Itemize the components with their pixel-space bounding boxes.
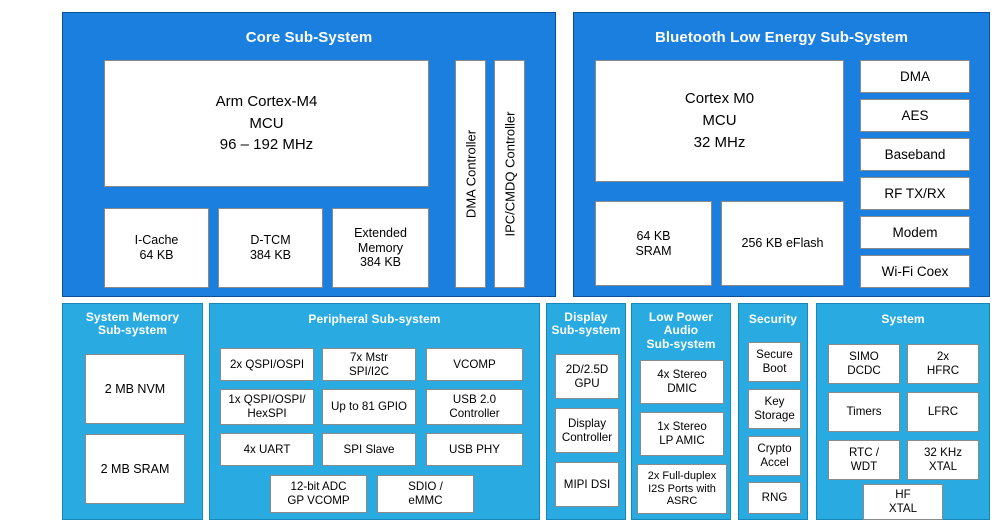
display-block-mipi-dsi: MIPI DSI <box>555 462 619 507</box>
ble-block-dma: DMA <box>860 60 970 93</box>
system-subsystem: System SIMO DCDC 2x HFRC Timers LFRC RTC… <box>816 303 990 520</box>
peripheral-block-uart: 4x UART <box>220 433 314 466</box>
ble-block-rf-txrx: RF TX/RX <box>860 177 970 210</box>
low-power-audio-subsystem-title: Low Power Audio Sub-system <box>646 310 716 351</box>
peripheral-block-usb-controller: USB 2.0 Controller <box>426 389 523 425</box>
core-cpu-block: Arm Cortex-M4 MCU 96 – 192 MHz <box>104 60 429 187</box>
core-subsystem-title: Core Sub-System <box>245 29 373 46</box>
core-memory-extended: Extended Memory 384 KB <box>332 208 429 288</box>
core-ipc-cmdq-controller-label: IPC/CMDQ Controller <box>502 111 517 237</box>
system-block-timers: Timers <box>828 392 900 432</box>
peripheral-block-vcomp: VCOMP <box>426 348 523 381</box>
audio-block-i2s-asrc: 2x Full-duplex I2S Ports with ASRC <box>637 464 727 514</box>
peripheral-subsystem-title: Peripheral Sub-system <box>308 312 441 326</box>
system-block-simo-dcdc: SIMO DCDC <box>828 344 900 384</box>
security-block-crypto-accel: Crypto Accel <box>748 436 801 476</box>
security-subsystem-title: Security <box>748 312 798 326</box>
peripheral-block-gpio: Up to 81 GPIO <box>322 389 416 425</box>
ble-block-aes: AES <box>860 99 970 132</box>
display-block-controller: Display Controller <box>555 408 619 453</box>
ble-memory-eflash: 256 KB eFlash <box>721 201 844 286</box>
core-dma-controller: DMA Controller <box>455 60 486 288</box>
ble-subsystem: Bluetooth Low Energy Sub-System Cortex M… <box>573 12 990 297</box>
security-block-key-storage: Key Storage <box>748 389 801 429</box>
peripheral-block-adc-gp-vcomp: 12-bit ADC GP VCOMP <box>270 475 367 513</box>
peripheral-subsystem: Peripheral Sub-system 2x QSPI/OSPI 7x Ms… <box>209 303 540 520</box>
security-subsystem: Security Secure Boot Key Storage Crypto … <box>738 303 808 520</box>
system-memory-sram: 2 MB SRAM <box>85 434 185 504</box>
system-block-32khz-xtal: 32 KHz XTAL <box>907 440 979 480</box>
system-block-hfrc: 2x HFRC <box>907 344 979 384</box>
peripheral-block-usb-phy: USB PHY <box>426 433 523 466</box>
system-memory-subsystem-title: System Memory Sub-system <box>85 310 180 338</box>
core-dma-controller-label: DMA Controller <box>463 129 478 219</box>
security-block-rng: RNG <box>748 482 801 514</box>
core-ipc-cmdq-controller: IPC/CMDQ Controller <box>494 60 525 288</box>
ble-block-wifi-coex: Wi-Fi Coex <box>860 255 970 288</box>
core-memory-icache: I-Cache 64 KB <box>104 208 209 288</box>
peripheral-block-qspi-ospi-hexspi: 1x QSPI/OSPI/ HexSPI <box>220 389 314 425</box>
display-subsystem-title: Display Sub-system <box>551 310 621 338</box>
peripheral-block-mstr-spi-i2c: 7x Mstr SPI/I2C <box>322 348 416 381</box>
low-power-audio-subsystem: Low Power Audio Sub-system 4x Stereo DMI… <box>631 303 731 520</box>
peripheral-block-qspi-ospi-2x: 2x QSPI/OSPI <box>220 348 314 381</box>
ble-subsystem-title: Bluetooth Low Energy Sub-System <box>654 29 909 46</box>
system-block-hf-xtal: HF XTAL <box>863 484 943 520</box>
audio-block-stereo-dmic: 4x Stereo DMIC <box>640 360 724 404</box>
system-block-lfrc: LFRC <box>907 392 979 432</box>
ble-cpu-block: Cortex M0 MCU 32 MHz <box>595 60 844 182</box>
ble-block-modem: Modem <box>860 216 970 249</box>
system-memory-subsystem: System Memory Sub-system 2 MB NVM 2 MB S… <box>62 303 203 520</box>
ble-memory-sram: 64 KB SRAM <box>595 201 712 286</box>
audio-block-stereo-lp-amic: 1x Stereo LP AMIC <box>640 412 724 456</box>
display-block-gpu: 2D/2.5D GPU <box>555 354 619 399</box>
core-subsystem: Core Sub-System Arm Cortex-M4 MCU 96 – 1… <box>62 12 556 297</box>
peripheral-block-spi-slave: SPI Slave <box>322 433 416 466</box>
security-block-secure-boot: Secure Boot <box>748 342 801 382</box>
display-subsystem: Display Sub-system 2D/2.5D GPU Display C… <box>546 303 626 520</box>
system-memory-nvm: 2 MB NVM <box>85 354 185 424</box>
core-memory-dtcm: D-TCM 384 KB <box>218 208 323 288</box>
system-block-rtc-wdt: RTC / WDT <box>828 440 900 480</box>
ble-block-baseband: Baseband <box>860 138 970 171</box>
system-subsystem-title: System <box>881 312 925 326</box>
peripheral-block-sdio-emmc: SDIO / eMMC <box>377 475 474 513</box>
